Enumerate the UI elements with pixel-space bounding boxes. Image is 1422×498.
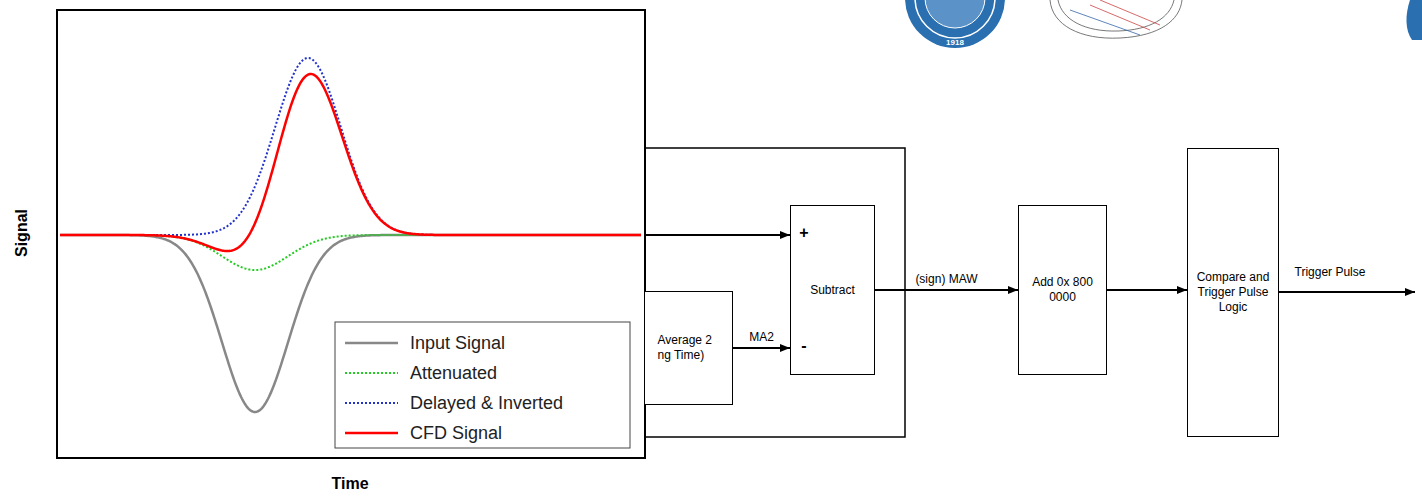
logo-curve — [1050, 0, 1182, 38]
box-text: Average 2 ng Time) — [658, 333, 720, 363]
attenuated-curve — [60, 235, 641, 270]
signal-name: (sign) MAW — [913, 272, 979, 286]
chart-panel — [57, 10, 645, 458]
legend-sample — [345, 432, 398, 435]
average-box: Average 2 ng Time) — [645, 291, 733, 405]
legend-entry: Attenuated — [410, 363, 497, 384]
signal-arrow — [733, 347, 790, 349]
logo-stroke — [1070, 10, 1140, 35]
box-text: Subtract — [798, 283, 868, 298]
cfd-signal-curve — [60, 74, 641, 251]
delayed-inverted-curve — [60, 58, 641, 235]
logo-stroke — [1090, 0, 1160, 30]
plus-sign: + — [799, 224, 808, 242]
axis-title: Signal — [13, 209, 31, 257]
signal-arrow — [1107, 289, 1187, 291]
input-arrow — [645, 234, 790, 236]
logo-fragment — [1406, 0, 1422, 40]
university-seal — [905, 0, 1005, 48]
legend-entry: Input Signal — [410, 333, 505, 354]
box-text: Compare and Trigger Pulse Logic — [1193, 270, 1273, 315]
seal-disc — [905, 0, 1005, 48]
compare-logic-box: Compare and Trigger Pulse Logic — [1187, 148, 1279, 437]
legend-sample — [345, 402, 398, 404]
box-text: Add 0x 800 0000 — [1026, 275, 1100, 305]
minus-sign: - — [801, 337, 806, 355]
add-box: Add 0x 800 0000 — [1018, 205, 1107, 375]
legend-entry: CFD Signal — [410, 423, 502, 444]
output-arrow — [1279, 291, 1415, 293]
seal-center — [925, 0, 985, 28]
sketch-logo — [1050, 0, 1182, 38]
axis-title: Time — [331, 475, 368, 493]
output-signal-name: Trigger Pulse — [1295, 265, 1366, 279]
seal-ring — [915, 0, 995, 38]
signal-name: MA2 — [747, 330, 776, 344]
legend-sample — [345, 342, 398, 345]
legend-box — [335, 322, 630, 448]
legend-entry: Delayed & Inverted — [410, 393, 563, 414]
seal-year: 1918 — [946, 38, 964, 47]
signal-arrow — [875, 289, 1018, 291]
legend-sample — [345, 372, 398, 374]
